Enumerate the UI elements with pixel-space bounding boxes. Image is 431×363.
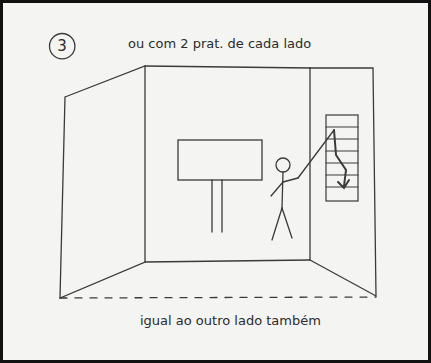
stripe [326, 150, 358, 151]
back-wall-top [145, 66, 310, 68]
circle-outline [49, 33, 74, 58]
stripe [326, 174, 358, 175]
poster [326, 115, 358, 201]
note-text: ou com 2 prat. de cada lado [128, 36, 358, 52]
note-text: igual ao outro lado também [140, 313, 380, 329]
stripe [326, 126, 358, 127]
callout-circle: 3 [48, 32, 76, 60]
leg [282, 208, 292, 238]
stripe [326, 138, 358, 139]
arm [283, 178, 298, 182]
body [282, 172, 283, 208]
back-wall-edge [309, 68, 310, 260]
callout-number: 3 [57, 37, 67, 55]
walls [60, 66, 376, 298]
stick-figure [271, 130, 334, 240]
board [178, 140, 262, 232]
leg [272, 208, 282, 240]
board-panel [178, 140, 262, 180]
left-wall [60, 66, 145, 298]
pointer [298, 130, 334, 178]
right-wall [310, 68, 376, 296]
poster-arrow [334, 130, 346, 186]
arm [271, 182, 283, 196]
back-wall-bottom [145, 260, 310, 262]
head [276, 158, 290, 172]
board-leg [221, 180, 222, 232]
board-leg [211, 180, 212, 232]
poster-arrowhead [338, 180, 349, 188]
floor-line [60, 297, 376, 298]
poster-frame [326, 115, 358, 201]
